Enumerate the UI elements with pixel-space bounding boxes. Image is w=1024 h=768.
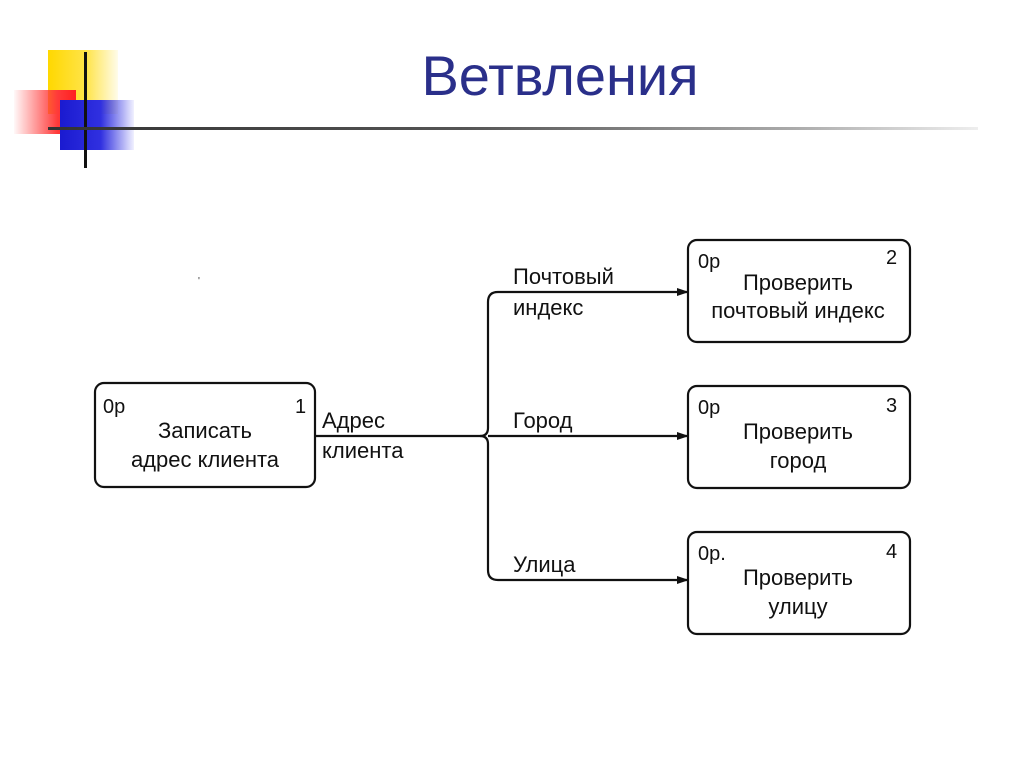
process-box-3-line2: город: [770, 448, 827, 473]
process-box-2-code: 0р: [698, 251, 720, 273]
process-box-1-line1: Записать: [158, 418, 252, 443]
process-box-4-line2: улицу: [768, 594, 827, 619]
source-flow-label-line2: клиента: [322, 438, 404, 463]
process-box-2: 0р 2 Проверить почтовый индекс: [688, 240, 910, 342]
branch-label-postal-line1: Почтовый: [513, 264, 614, 289]
process-box-1-line2: адрес клиента: [131, 447, 280, 472]
process-box-2-line1: Проверить: [743, 270, 853, 295]
process-box-4: 0р. 4 Проверить улицу: [688, 532, 910, 634]
process-box-1-code: 0р: [103, 396, 125, 418]
process-box-3-code: 0р: [698, 397, 720, 419]
junction-curve-down: [480, 436, 488, 444]
branch-label-street: Улица: [513, 552, 576, 577]
branch-label-postal-line2: индекс: [513, 295, 583, 320]
process-box-4-code: 0р.: [698, 543, 726, 565]
source-flow-label-line1: Адрес: [322, 408, 385, 433]
process-box-4-number: 4: [886, 541, 897, 563]
process-box-3-line1: Проверить: [743, 419, 853, 444]
process-box-1: 0р 1 Записать адрес клиента: [95, 383, 315, 487]
process-box-3-number: 3: [886, 395, 897, 417]
process-box-2-line2: почтовый индекс: [711, 298, 884, 323]
junction-curve-up: [480, 428, 488, 436]
process-box-1-number: 1: [295, 396, 306, 418]
process-box-4-line1: Проверить: [743, 565, 853, 590]
branch-label-city: Город: [513, 408, 573, 433]
process-box-2-number: 2: [886, 247, 897, 269]
process-box-3: 0р 3 Проверить город: [688, 386, 910, 488]
